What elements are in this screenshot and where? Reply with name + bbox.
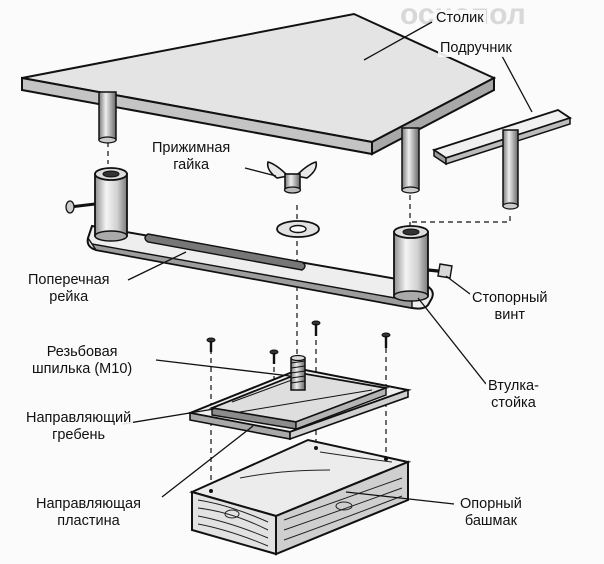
- label-threaded-stud-line1: Резьбовая: [46, 344, 118, 360]
- label-bushing-post-line2: стойка: [491, 395, 536, 411]
- label-guide-comb-line2: гребень: [52, 427, 106, 443]
- leader-bushing-post: [417, 297, 487, 385]
- wood-screw-3: [311, 320, 321, 336]
- label-lock-screw: Стопорный винт: [470, 290, 550, 324]
- label-cross-rail-line1: Поперечная: [28, 272, 110, 288]
- table-leg-right: [401, 127, 420, 194]
- threaded-stud: [290, 354, 306, 391]
- support-shoe: [189, 438, 412, 556]
- leader-clamp-nut: [244, 167, 277, 177]
- leader-lock-screw: [445, 275, 471, 295]
- label-support-shoe-line1: Опорный: [460, 496, 522, 512]
- label-guide-plate-line2: пластина: [57, 513, 120, 529]
- dash-tool-rest: [412, 212, 511, 223]
- guide-comb: [208, 372, 390, 431]
- leader-support-shoe: [345, 491, 455, 505]
- label-lock-screw-line1: Стопорный: [472, 290, 548, 306]
- label-guide-plate: Направляющая пластина: [34, 496, 143, 530]
- label-support-shoe: Опорный башмак: [458, 496, 524, 530]
- tool-rest: [431, 109, 573, 210]
- leader-guide-plate: [161, 425, 254, 498]
- label-bushing-post: Втулка- стойка: [486, 378, 541, 412]
- label-table: Столик: [434, 10, 486, 27]
- wood-screw-1: [206, 337, 216, 352]
- label-threaded-stud: Резьбовая шпилька (М10): [30, 344, 135, 378]
- leader-table: [363, 21, 433, 61]
- label-guide-comb: Направляющий гребень: [24, 410, 134, 444]
- label-bushing-post-line1: Втулка-: [488, 378, 539, 394]
- leader-tool-rest: [501, 55, 533, 113]
- leader-lines: [122, 21, 533, 505]
- wood-screw-2: [269, 349, 279, 364]
- washer: [276, 220, 320, 238]
- bushing-post: [393, 225, 429, 302]
- label-clamp-nut: Прижимная гайка: [150, 140, 233, 174]
- wing-nut: [266, 161, 318, 194]
- label-tool-rest-text: Подручник: [440, 40, 512, 56]
- label-clamp-nut-line1: Прижимная: [152, 140, 231, 156]
- label-lock-screw-line2: винт: [494, 307, 525, 323]
- lock-screw: [427, 263, 453, 279]
- label-guide-plate-line1: Направляющая: [36, 496, 141, 512]
- label-clamp-nut-line2: гайка: [173, 157, 210, 173]
- wood-screw-4: [381, 332, 391, 348]
- label-threaded-stud-line2: шпилька (М10): [32, 361, 133, 377]
- label-support-shoe-line2: башмак: [464, 513, 517, 529]
- cross-rail: [86, 224, 434, 310]
- label-cross-rail: Поперечная рейка: [26, 272, 112, 306]
- table-top: [21, 12, 497, 156]
- table-leg-left: [98, 91, 117, 144]
- rail-post-left: [65, 167, 128, 242]
- label-tool-rest: Подручник: [438, 40, 514, 57]
- leader-threaded-stud: [155, 359, 291, 377]
- label-table-text: Столик: [436, 10, 484, 26]
- leader-guide-comb: [122, 408, 215, 425]
- leader-cross-rail: [127, 251, 187, 281]
- label-cross-rail-line2: рейка: [49, 289, 89, 305]
- label-guide-comb-line1: Направляющий: [26, 410, 132, 426]
